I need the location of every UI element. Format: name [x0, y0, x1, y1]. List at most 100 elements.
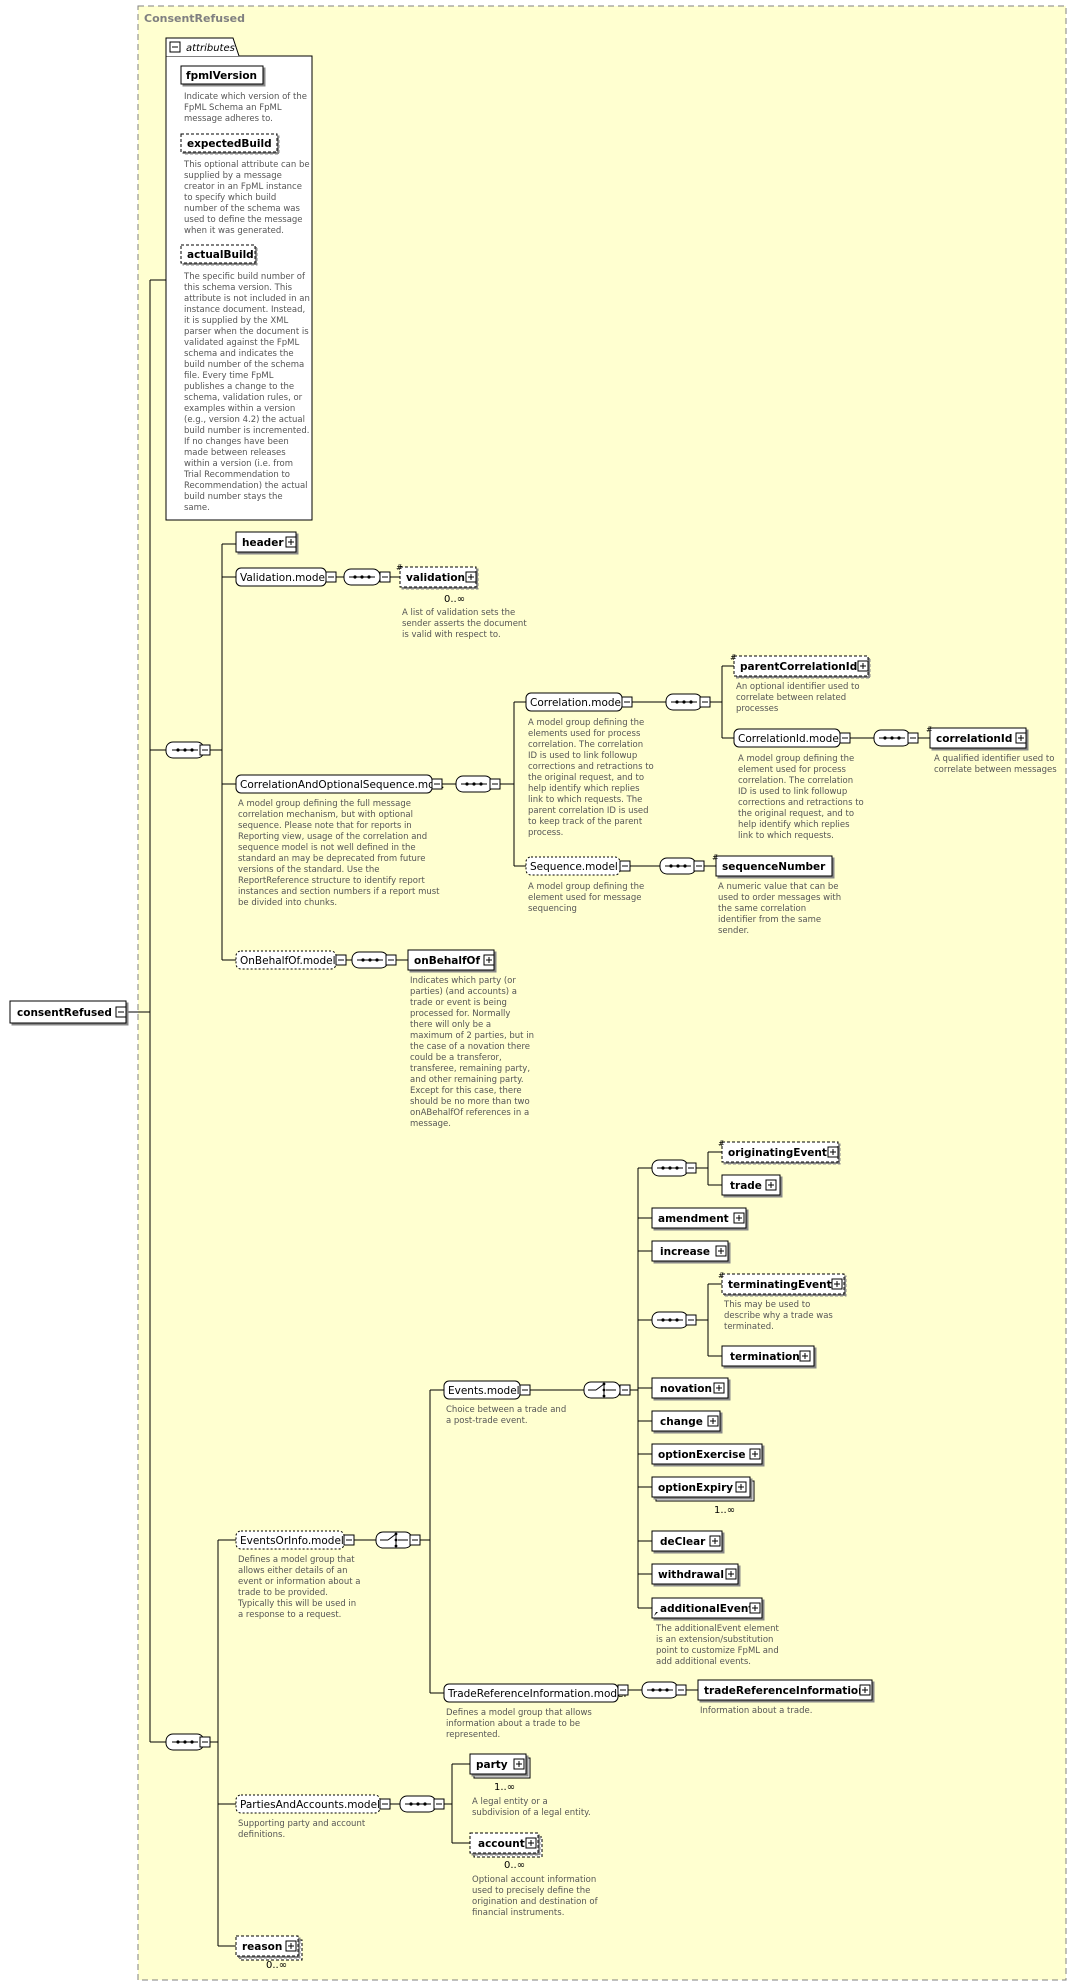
expand-icon[interactable] [1015, 732, 1027, 744]
group-parties-accounts-model[interactable]: PartiesAndAccounts.model [235, 1794, 391, 1814]
expand-icon[interactable] [285, 536, 297, 548]
sequence-sequence[interactable] [659, 857, 705, 875]
element-termination[interactable]: termination [721, 1345, 815, 1367]
description-line: processed for. Normally [410, 1009, 510, 1019]
element-reason[interactable]: reason 0..∞ [235, 1935, 303, 1971]
group-correlation-id-model[interactable]: CorrelationId.model [733, 728, 851, 748]
description-line: used to define the message [184, 215, 303, 225]
element-on-behalf-of[interactable]: onBehalfOf [407, 949, 495, 971]
description-line: The additionalEvent element [655, 1624, 779, 1634]
reason-cardinality: 0..∞ [266, 1960, 287, 1971]
description-line: element used for process [738, 765, 847, 775]
sequence-compositor-2[interactable] [165, 1733, 211, 1751]
element-withdrawal[interactable]: withdrawal [651, 1563, 739, 1585]
attr-actual-build[interactable]: actualBuild [180, 244, 256, 264]
description-line: A model group defining the [528, 718, 644, 728]
expand-icon[interactable] [513, 1758, 525, 1770]
expand-icon[interactable] [859, 1684, 871, 1696]
attr-expected-build[interactable]: expectedBuild [180, 133, 278, 153]
description-line: FpML Schema an FpML [184, 103, 282, 113]
sequence-trade-ref-info[interactable] [641, 1681, 687, 1699]
element-option-exercise[interactable]: optionExercise [651, 1443, 763, 1465]
element-trade[interactable]: trade [721, 1174, 781, 1196]
expand-icon[interactable] [857, 660, 869, 672]
sequence-correlation-id[interactable] [873, 729, 919, 747]
choice-events-or-info[interactable] [375, 1531, 421, 1549]
element-correlation-id[interactable]: # correlationId [926, 725, 1027, 749]
root-consent-refused[interactable]: consentRefused [9, 1000, 127, 1024]
element-header[interactable]: header [235, 531, 297, 553]
element-additional-event[interactable]: additionalEvent [651, 1597, 763, 1619]
element-change[interactable]: change [651, 1410, 721, 1432]
description-line: event or information about a [238, 1577, 361, 1587]
sequence-validation[interactable] [343, 568, 391, 586]
element-sequence-number[interactable]: # sequenceNumber [712, 853, 833, 877]
desc-corr-opt-seq: A model group defining the full messagec… [238, 799, 440, 908]
attr-fpml-version[interactable]: fpmlVersion [180, 65, 264, 85]
expand-icon[interactable] [525, 1837, 537, 1849]
element-amendment[interactable]: amendment [651, 1207, 747, 1229]
description-line: parser when the document is [184, 327, 309, 337]
expand-icon[interactable] [715, 1245, 727, 1257]
desc-events-model: Choice between a trade anda post-trade e… [446, 1405, 566, 1426]
element-option-expiry[interactable]: optionExpiry 1..∞ [651, 1476, 755, 1516]
group-trade-ref-info-model[interactable]: TradeReferenceInformation.model [443, 1683, 629, 1703]
expand-icon[interactable] [831, 1278, 843, 1290]
element-option-expiry-label: optionExpiry [658, 1482, 733, 1494]
group-corr-opt-seq-label: CorrelationAndOptionalSequence.mo... [240, 779, 444, 791]
sequence-on-behalf-of[interactable] [351, 951, 397, 969]
expand-icon[interactable] [827, 1146, 839, 1158]
sequence-correlation[interactable] [665, 693, 711, 711]
element-trade-reference-information[interactable]: tradeReferenceInformation [697, 1679, 873, 1701]
description-line: processes [736, 704, 779, 714]
description-line: Recommendation) the actual [184, 481, 308, 491]
sequence-corr-opt-seq[interactable] [455, 775, 501, 793]
attributes-collapse-button[interactable] [169, 41, 181, 53]
group-corr-opt-seq[interactable]: CorrelationAndOptionalSequence.mo... [235, 774, 444, 794]
element-increase[interactable]: increase [651, 1240, 729, 1262]
root-expand-button[interactable] [115, 1006, 127, 1018]
group-correlation-model[interactable]: Correlation.model [525, 692, 633, 712]
element-terminating-event[interactable]: # terminatingEvent [718, 1271, 845, 1295]
element-party[interactable]: party 1..∞ [469, 1753, 531, 1793]
element-reason-label: reason [242, 1941, 282, 1953]
group-sequence-model[interactable]: Sequence.model [525, 856, 631, 876]
element-validation[interactable]: # validation [396, 563, 477, 588]
desc-trade-ref-info: Information about a trade. [700, 1706, 812, 1716]
expand-icon[interactable] [799, 1350, 811, 1362]
sequence-originating[interactable] [651, 1159, 697, 1177]
element-account[interactable]: account 0..∞ [469, 1832, 543, 1871]
expand-icon[interactable] [765, 1179, 777, 1191]
expand-icon[interactable] [713, 1382, 725, 1394]
group-events-or-info-model[interactable]: EventsOrInfo.model [235, 1530, 355, 1550]
sequence-terminating[interactable] [651, 1311, 697, 1329]
group-events-model[interactable]: Events.model [443, 1380, 531, 1400]
description-line: a response to a request. [238, 1610, 341, 1620]
element-originating-event[interactable]: # originatingEvent [718, 1139, 839, 1163]
expand-icon[interactable] [733, 1212, 745, 1224]
description-line: correlate between related [736, 693, 846, 703]
group-on-behalf-of-model[interactable]: OnBehalfOf.model [235, 950, 347, 970]
expand-icon[interactable] [465, 571, 477, 583]
element-novation[interactable]: novation [651, 1377, 729, 1399]
element-parent-correlation-id[interactable]: # parentCorrelationId [730, 653, 869, 677]
expand-icon[interactable] [285, 1940, 297, 1952]
element-withdrawal-label: withdrawal [658, 1569, 724, 1581]
expand-icon[interactable] [707, 1415, 719, 1427]
description-line: An optional identifier used to [736, 682, 860, 692]
expand-icon[interactable] [709, 1535, 721, 1547]
sequence-compositor-1[interactable] [165, 741, 211, 759]
description-line: definitions. [238, 1830, 285, 1840]
expand-icon[interactable] [749, 1448, 761, 1460]
choice-events[interactable] [583, 1381, 631, 1399]
group-validation-model[interactable]: Validation.model [235, 567, 337, 587]
sequence-parties-accounts[interactable] [399, 1795, 445, 1813]
expand-icon[interactable] [483, 954, 495, 966]
element-de-clear[interactable]: deClear [651, 1530, 723, 1552]
expand-icon[interactable] [735, 1481, 747, 1493]
expand-icon[interactable] [749, 1602, 761, 1614]
expand-icon[interactable] [725, 1568, 737, 1580]
